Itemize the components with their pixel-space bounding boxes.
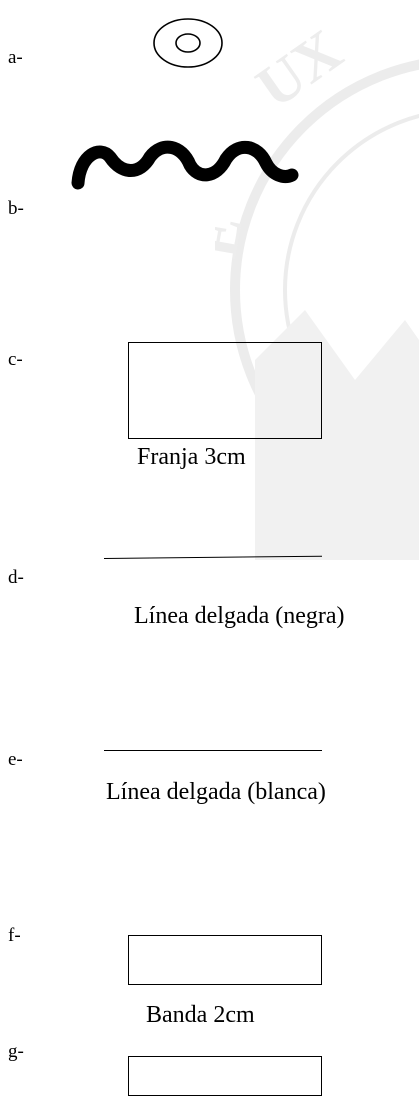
item-letter-a: a- (8, 47, 23, 68)
thin-white-line-caption: Línea delgada (blanca) (106, 779, 326, 805)
svg-text:E: E (215, 211, 255, 262)
item-letter-e: e- (8, 749, 23, 770)
item-letter-g: g- (8, 1041, 24, 1062)
svg-text:UX: UX (245, 17, 354, 121)
stripe-rectangle (128, 342, 322, 439)
item-letter-f: f- (8, 925, 21, 946)
watermark-seal: UX E (215, 17, 419, 560)
item-letter-b: b- (8, 198, 24, 219)
thin-white-line (104, 750, 322, 751)
stripe-caption: Franja 3cm (137, 444, 246, 470)
thick-wavy-line-icon (71, 140, 299, 190)
thin-black-line-caption: Línea delgada (negra) (134, 603, 345, 629)
item-letter-d: d- (8, 567, 24, 588)
g-rectangle (128, 1056, 322, 1096)
band-rectangle (128, 935, 322, 985)
band-caption: Banda 2cm (146, 1002, 255, 1028)
item-letter-c: c- (8, 349, 23, 370)
thin-black-line (103, 555, 322, 559)
concentric-circles-icon (153, 18, 223, 68)
